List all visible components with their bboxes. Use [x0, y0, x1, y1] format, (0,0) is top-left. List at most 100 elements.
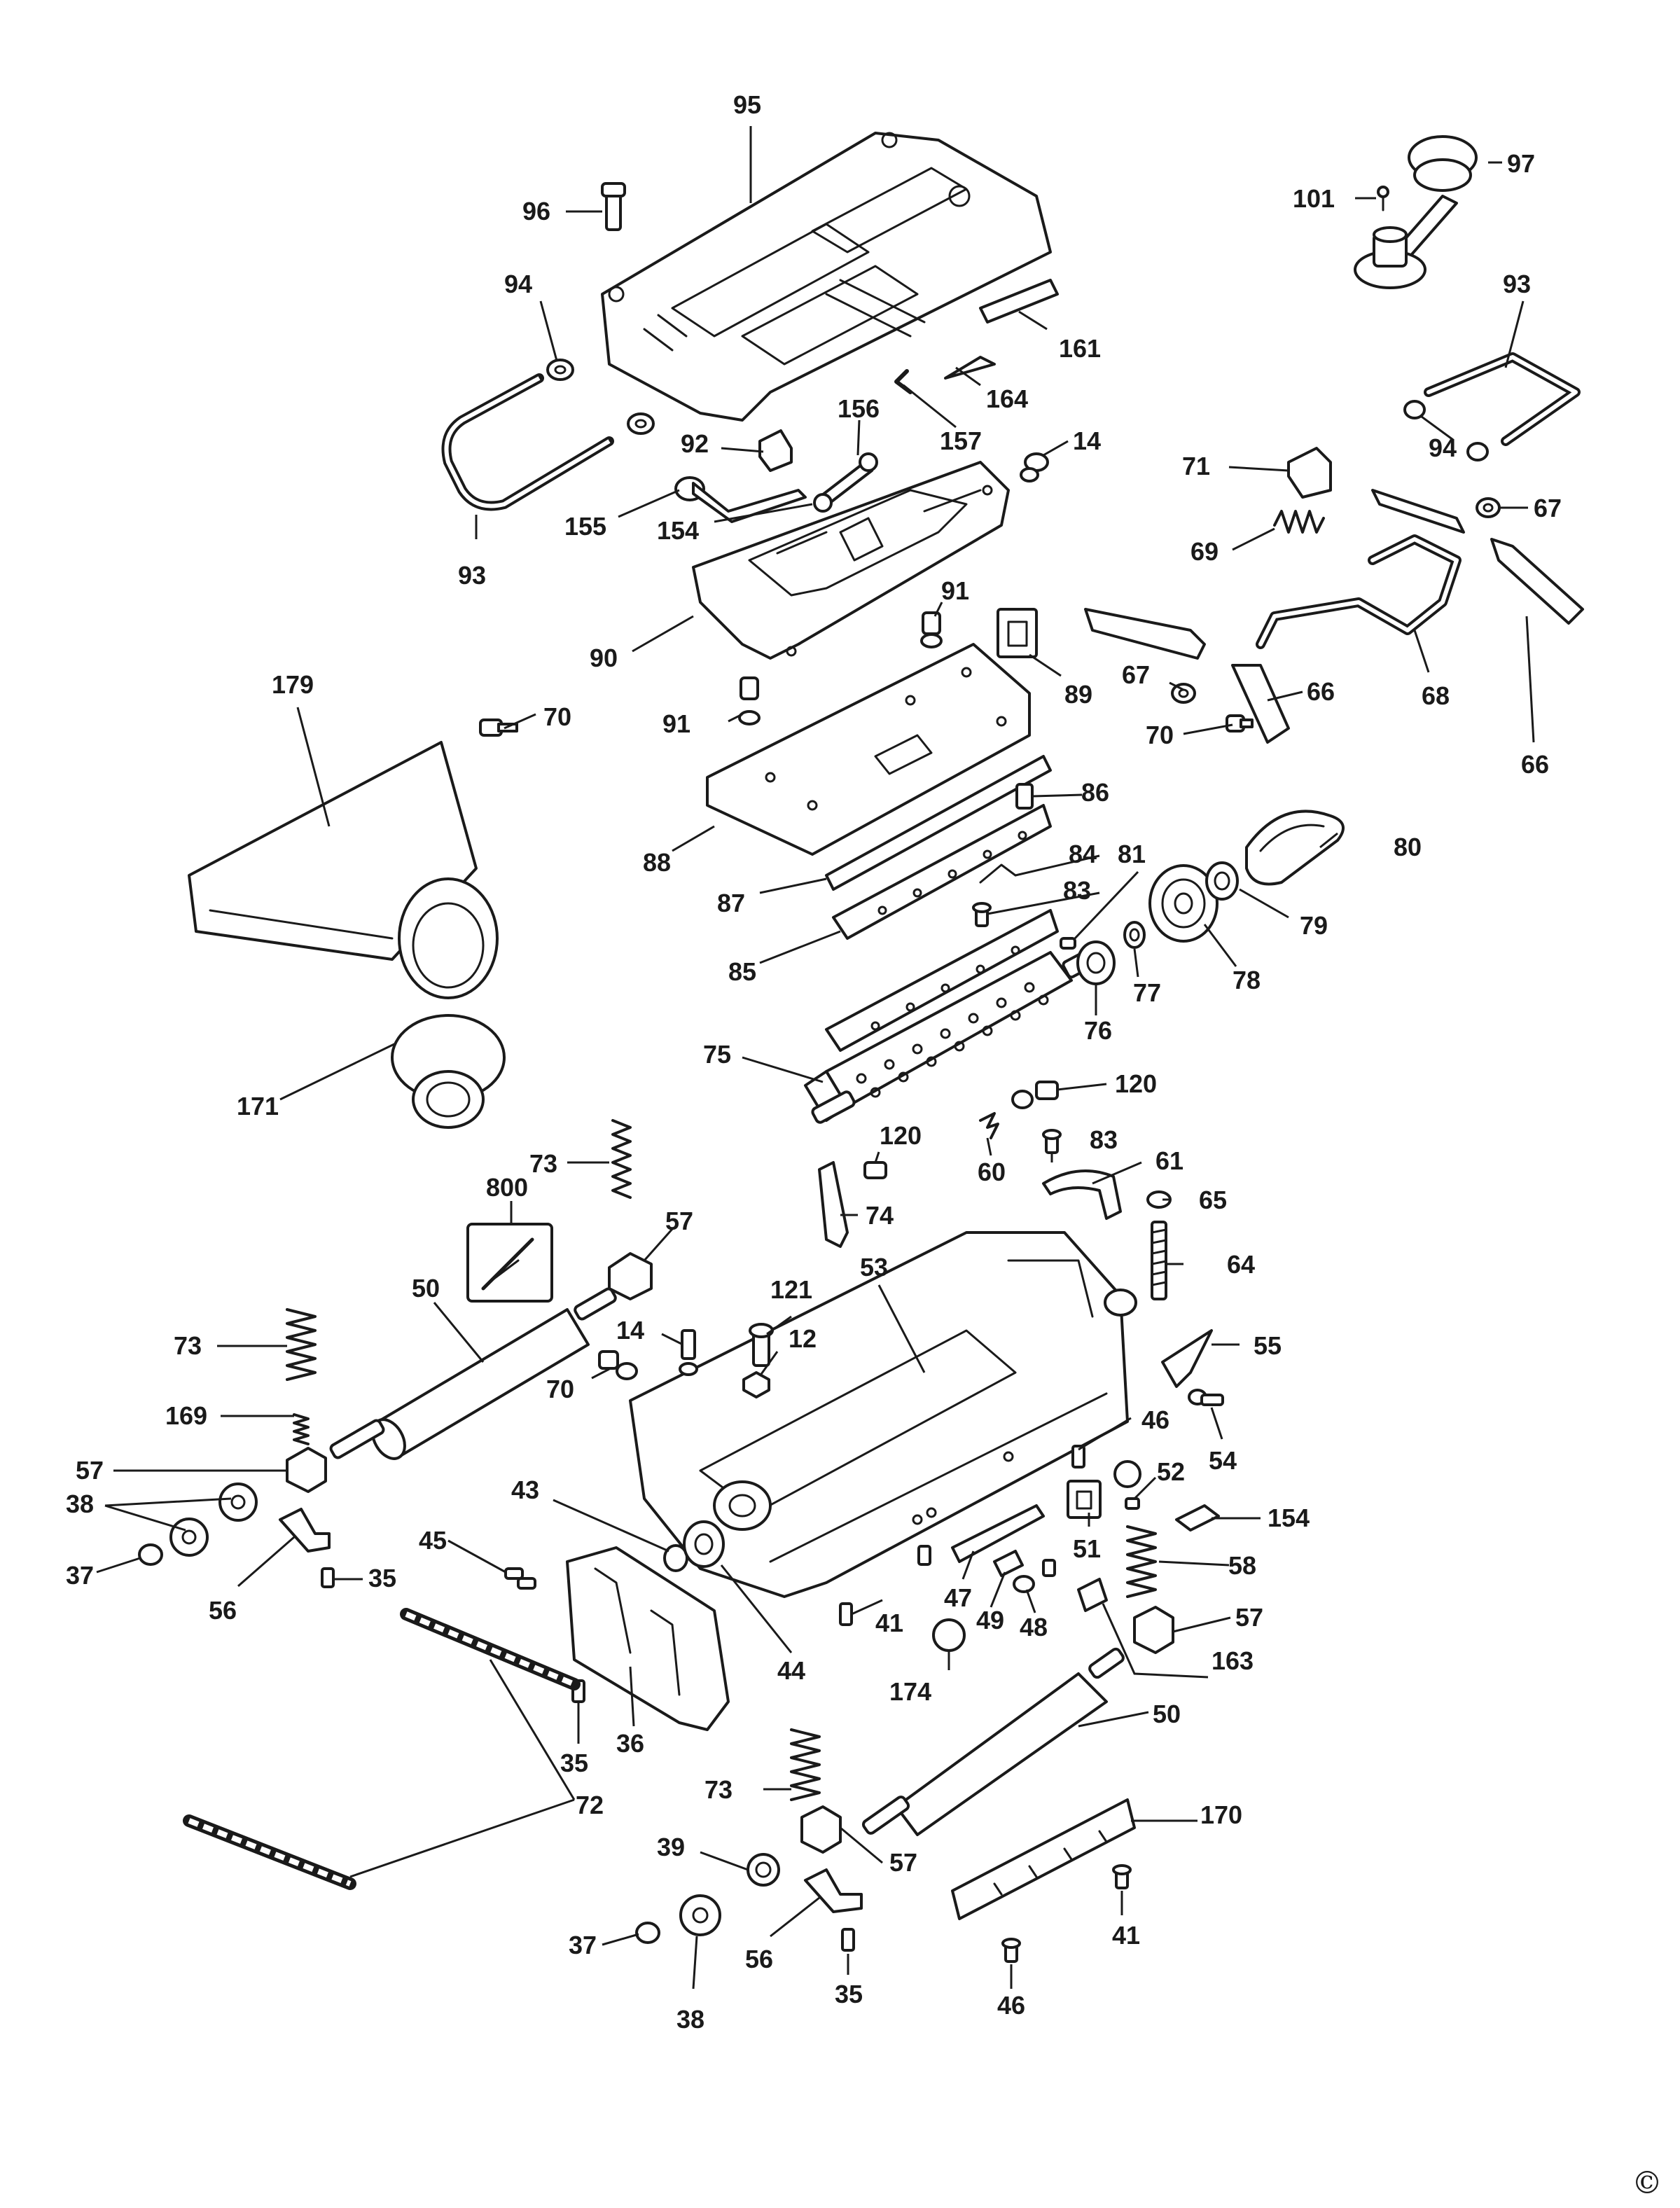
callout-66-mid: 66	[1307, 677, 1335, 706]
part-86-screw	[1015, 783, 1034, 810]
callout-39: 39	[657, 1833, 685, 1861]
part-68-lever-rod	[1256, 534, 1462, 649]
callouts: 95 97 96 101 94 161 93 164 156 157 92 14…	[66, 90, 1562, 2034]
callout-38-bottom: 38	[676, 2005, 704, 2034]
callout-41-mid: 41	[875, 1609, 903, 1637]
callout-74: 74	[866, 1201, 894, 1230]
part-89-bracket	[997, 608, 1038, 658]
part-38-sprocket-b	[169, 1518, 209, 1557]
callout-92: 92	[681, 429, 709, 458]
callout-89: 89	[1064, 680, 1092, 709]
callout-70-mid: 70	[546, 1375, 574, 1403]
part-14-screw-top	[1020, 452, 1049, 482]
part-95-top-cover	[601, 132, 1052, 422]
part-37-clip-b	[635, 1922, 660, 1944]
callout-57-top: 57	[665, 1207, 693, 1235]
callout-154-top: 154	[657, 516, 699, 545]
part-85-gib	[832, 804, 1052, 940]
callout-96: 96	[522, 197, 550, 225]
part-66-link-c	[1490, 538, 1584, 625]
callout-169: 169	[165, 1401, 207, 1430]
part-94-washer-right	[1403, 400, 1489, 461]
part-70-screw-a	[479, 718, 518, 737]
callout-56-left: 56	[209, 1596, 237, 1625]
part-50-roller-a	[329, 1287, 617, 1460]
part-57-block-d	[800, 1805, 842, 1854]
callout-163: 163	[1212, 1646, 1254, 1675]
callout-67-mid: 67	[1122, 660, 1150, 689]
callout-50-bottom: 50	[1153, 1700, 1181, 1728]
callout-164: 164	[986, 384, 1028, 413]
callout-54: 54	[1209, 1446, 1237, 1475]
part-50-roller-b	[861, 1647, 1125, 1836]
callout-69: 69	[1190, 537, 1219, 566]
part-156-wrench	[813, 452, 878, 513]
part-78-pulley	[1148, 864, 1219, 943]
callout-72: 72	[576, 1791, 604, 1819]
callout-79: 79	[1300, 911, 1328, 940]
part-61-clamp	[1042, 1169, 1122, 1220]
part-57-block-b	[286, 1447, 327, 1493]
callout-58: 58	[1228, 1551, 1256, 1580]
part-56-bracket-b	[804, 1868, 863, 1913]
callout-77: 77	[1133, 978, 1161, 1007]
callout-61: 61	[1155, 1146, 1183, 1175]
part-90-carriage	[692, 461, 1010, 660]
callout-48: 48	[1020, 1613, 1048, 1641]
part-81-pin	[1060, 937, 1076, 950]
part-154-label	[1175, 1504, 1220, 1532]
callout-38-left: 38	[66, 1490, 94, 1518]
part-121-screw	[749, 1323, 774, 1367]
part-164-tab	[944, 356, 996, 380]
callout-95: 95	[733, 90, 761, 119]
part-65-washer	[1146, 1190, 1172, 1209]
part-169-spring	[293, 1413, 310, 1445]
callout-90: 90	[590, 644, 618, 672]
callout-97: 97	[1507, 149, 1535, 178]
callout-171: 171	[237, 1092, 279, 1120]
part-60-spring	[979, 1112, 999, 1139]
part-55-plate	[1161, 1329, 1213, 1388]
part-58-spring	[1126, 1525, 1157, 1598]
callout-56-bottom: 56	[745, 1945, 773, 1973]
callout-36: 36	[616, 1729, 644, 1758]
callout-76: 76	[1084, 1016, 1112, 1045]
callout-47: 47	[944, 1583, 972, 1612]
part-38-sprocket-c	[679, 1894, 721, 1936]
callout-53: 53	[860, 1253, 888, 1282]
part-93-handle-right	[1424, 352, 1581, 446]
part-41-screw-a	[839, 1602, 853, 1626]
callout-154-mid: 154	[1268, 1504, 1310, 1532]
callout-41-bottom: 41	[1112, 1921, 1140, 1950]
part-74-lever	[818, 1161, 849, 1248]
part-37-clip-a	[138, 1543, 163, 1566]
part-35-screw-c	[841, 1928, 855, 1952]
part-67-nut-a	[1476, 497, 1501, 518]
part-41-screw-c	[917, 1545, 931, 1566]
part-88-plate	[706, 643, 1031, 856]
part-157-hex-key	[894, 369, 912, 394]
part-73-spring-b	[286, 1308, 317, 1381]
callout-157: 157	[940, 426, 982, 455]
callout-70-hood: 70	[543, 702, 571, 731]
callout-94-top: 94	[504, 270, 532, 298]
callout-57-left: 57	[76, 1456, 104, 1485]
callout-800: 800	[486, 1173, 528, 1202]
callout-49: 49	[976, 1606, 1004, 1634]
part-93-handle-left	[441, 373, 614, 511]
part-79-washer	[1205, 861, 1239, 901]
part-49-switch-bracket	[993, 1550, 1024, 1577]
part-36-side-cover	[566, 1546, 730, 1731]
part-73-spring-a	[611, 1119, 632, 1199]
part-44-bearing	[683, 1520, 725, 1568]
part-64-threaded-rod	[1151, 1221, 1167, 1300]
part-70-screw-c	[598, 1350, 638, 1380]
callout-35-mid: 35	[560, 1749, 588, 1777]
callout-60: 60	[978, 1158, 1006, 1186]
part-120-screw-b	[863, 1161, 887, 1179]
callout-12: 12	[789, 1324, 817, 1353]
part-48-screw	[1013, 1575, 1035, 1593]
part-39-bushing	[747, 1853, 780, 1887]
callout-55: 55	[1254, 1331, 1282, 1360]
callout-57-right: 57	[1235, 1603, 1263, 1632]
